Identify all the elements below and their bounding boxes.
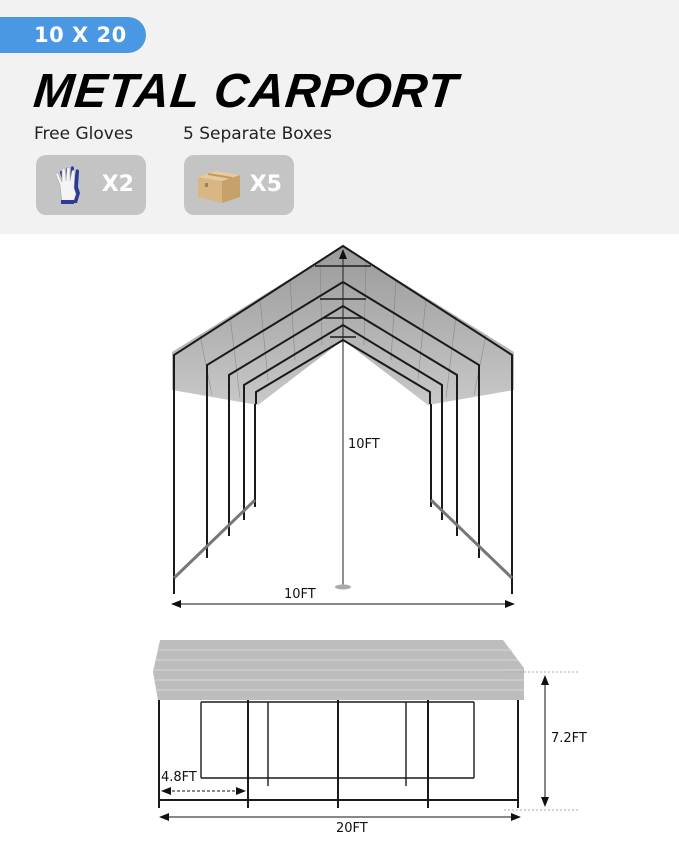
- front-width-label: 10FT: [284, 587, 316, 602]
- gloves-icon: [55, 166, 80, 204]
- product-title: METAL CARPORT: [31, 65, 461, 118]
- feature-card-boxes: X5: [184, 155, 294, 215]
- gloves-count: X2: [101, 172, 134, 197]
- front-height-label: 10FT: [348, 437, 380, 452]
- side-view: [153, 640, 578, 821]
- front-view: [171, 244, 515, 608]
- header-banner: 10 X 20 METAL CARPORT Free Gloves 5 Sepa…: [0, 0, 679, 234]
- bay-width-label: 4.8FT: [161, 770, 197, 785]
- boxes-count: X5: [249, 172, 282, 197]
- size-badge: 10 X 20: [0, 17, 146, 53]
- side-length-label: 20FT: [336, 821, 368, 836]
- carport-illustration: [153, 244, 578, 821]
- feature-label-boxes: 5 Separate Boxes: [183, 124, 333, 144]
- side-height-label: 7.2FT: [551, 731, 587, 746]
- box-icon: [198, 171, 240, 203]
- feature-card-gloves: X2: [36, 155, 146, 215]
- carport-dimension-diagram: 10FT 10FT 7.2FT 4.8FT 20FT: [0, 234, 679, 837]
- feature-label-gloves: Free Gloves: [34, 124, 134, 144]
